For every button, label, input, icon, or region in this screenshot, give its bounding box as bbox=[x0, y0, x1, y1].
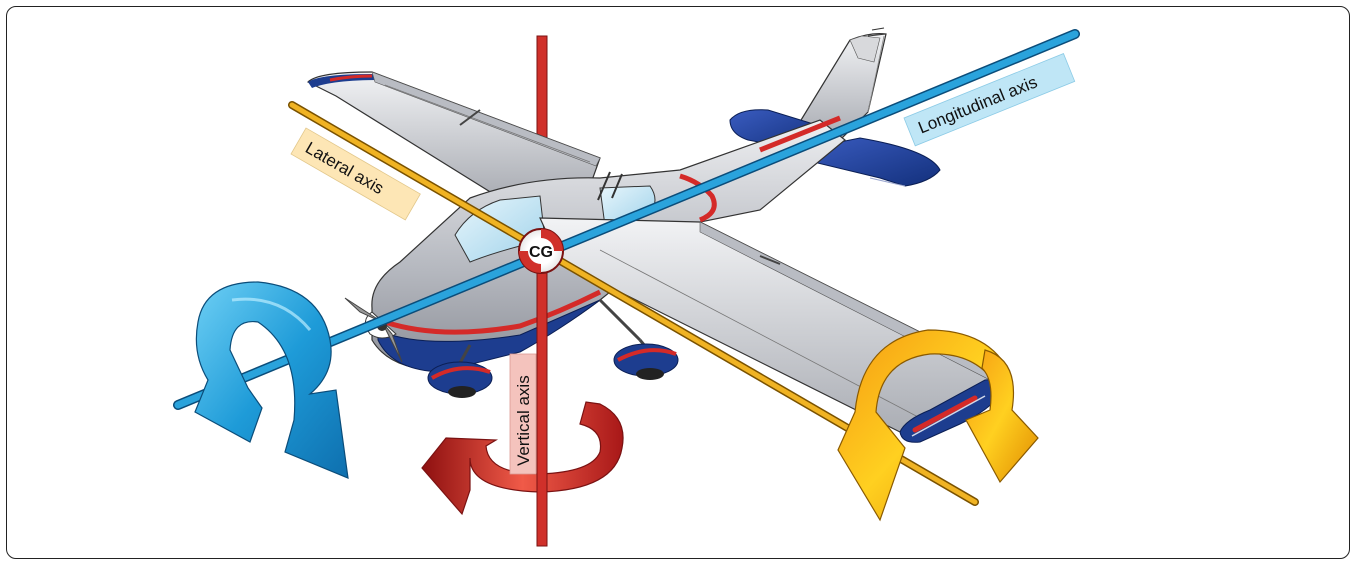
landing-gear bbox=[427, 339, 679, 398]
vertical-tail-fin bbox=[797, 27, 887, 141]
longitudinal-axis-label: Longitudinal axis bbox=[916, 72, 1041, 137]
vertical-axis-label-tag: Vertical axis bbox=[509, 353, 537, 475]
roll-arrow bbox=[194, 281, 349, 479]
left-wing bbox=[306, 71, 601, 201]
pitch-arrow bbox=[837, 329, 1039, 522]
cg-marker: CG bbox=[518, 228, 564, 274]
vertical-axis-label: Vertical axis bbox=[514, 375, 533, 466]
vertical-axis-rod-bottom bbox=[536, 255, 548, 547]
cg-label: CG bbox=[529, 244, 553, 261]
